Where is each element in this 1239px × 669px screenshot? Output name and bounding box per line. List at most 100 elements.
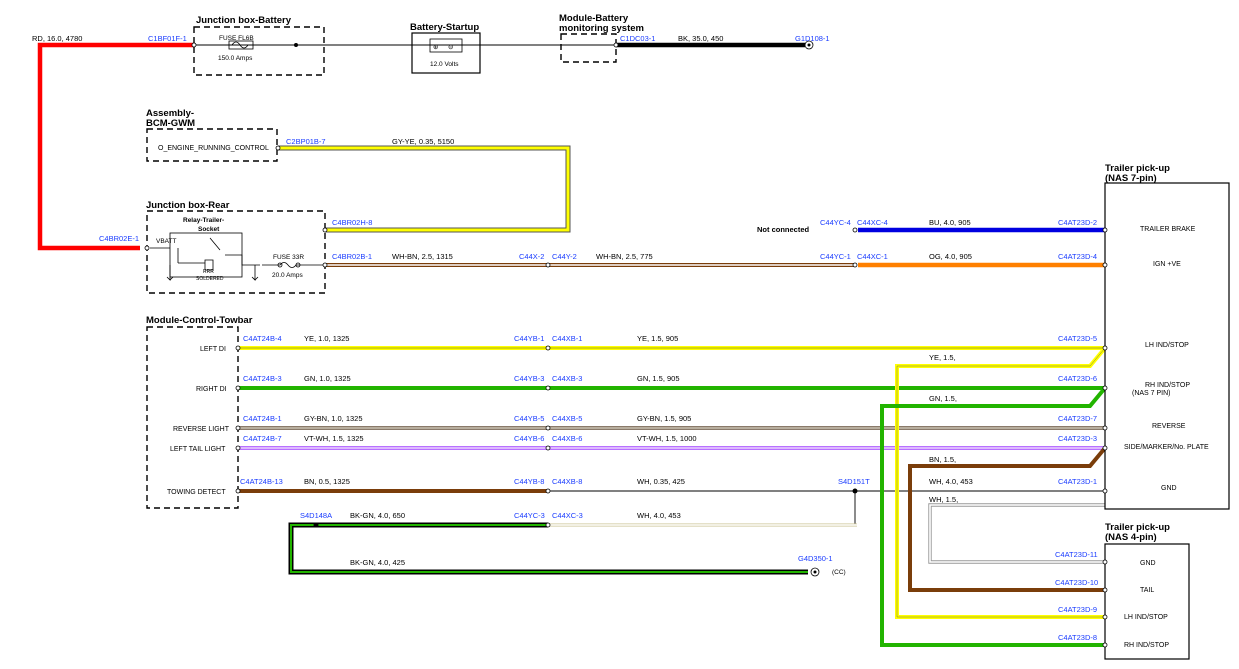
- battery-box: [411, 32, 481, 74]
- wire-rd: [37, 42, 194, 251]
- relay-title2: Socket: [198, 226, 220, 233]
- pin7-side-marker: SIDE/MARKER/No. PLATE: [1124, 444, 1209, 451]
- module-battery-title1: Module-Battery: [559, 13, 629, 24]
- wire-label-whbn2: WH-BN, 2.5, 775: [596, 252, 653, 261]
- trailer4-title2: (NAS 4-pin): [1105, 532, 1157, 543]
- trailer7-title1: Trailer pick-up: [1105, 163, 1170, 174]
- pin7-gnd: GND: [1161, 485, 1177, 492]
- conn-c4at24b1: C4AT24B-1: [243, 414, 282, 423]
- conn-c4at23d10: C4AT23D-10: [1055, 578, 1098, 587]
- pin-c44yc3: [545, 522, 551, 528]
- conn-c4at23d8: C4AT23D-8: [1058, 633, 1097, 642]
- conn-c4at23d3: C4AT23D-3: [1058, 434, 1097, 443]
- pin-c4at23d8: [1102, 642, 1108, 648]
- conn-c44xc4: C44XC-4: [857, 218, 888, 227]
- pin-c44yc1: [852, 262, 858, 268]
- trailer7-title2: (NAS 7-pin): [1105, 173, 1157, 184]
- pin-c4br02h: [322, 227, 328, 233]
- pin4-tail: TAIL: [1140, 587, 1154, 594]
- vbatt-label: VBATT: [156, 238, 176, 245]
- conn-c4at23d9: C4AT23D-9: [1058, 605, 1097, 614]
- not-connected-label: Not connected: [757, 225, 810, 234]
- jb-rear-title: Junction box-Rear: [146, 200, 230, 211]
- pin-c4at23d5: [1102, 345, 1108, 351]
- wire-label-gn15: GN, 1.5, 905: [637, 374, 680, 383]
- pin-towing-detect: TOWING DETECT: [167, 489, 226, 496]
- wire-gn-branch: [880, 386, 1107, 647]
- wire-label-ye1: YE, 1.0, 1325: [304, 334, 349, 343]
- wire-label-bu: BU, 4.0, 905: [929, 218, 971, 227]
- battery-title: Battery-Startup: [410, 22, 479, 33]
- conn-c44x2: C44X-2: [519, 252, 544, 261]
- wire-bn-branch: [908, 446, 1107, 592]
- conn-c44yc4: C44YC-4: [820, 218, 851, 227]
- pin-left-di: LEFT DI: [200, 346, 226, 353]
- battery-cell-icon: [429, 38, 463, 53]
- conn-g1d108: G1D108-1: [795, 34, 830, 43]
- wire-label-gn1: GN, 1.0, 1325: [304, 374, 351, 383]
- wire-label-wh-b: WH, 1.5,: [929, 495, 958, 504]
- conn-c44yb8: C44YB-8: [514, 477, 544, 486]
- bcm-title2: BCM-GWM: [146, 118, 195, 129]
- relay-title1: Relay-Trailer-: [183, 217, 224, 224]
- wire-label-gn-b: GN, 1.5,: [929, 394, 957, 403]
- pin7-trailer-brake: TRAILER BRAKE: [1140, 226, 1196, 233]
- towbar-title: Module-Control-Towbar: [146, 315, 253, 326]
- trailer4-title1: Trailer pick-up: [1105, 522, 1170, 533]
- pin-c1dc03: [613, 42, 619, 48]
- fuse-fl6b-icon: [222, 41, 258, 49]
- conn-c4at23d6: C4AT23D-6: [1058, 374, 1097, 383]
- battery-plus-icon: ⊕: [433, 44, 439, 51]
- bcm-box: [146, 128, 278, 162]
- conn-c44xb6: C44XB-6: [552, 434, 582, 443]
- conn-c4at24b13: C4AT24B-13: [240, 477, 283, 486]
- wire-label-bn05: BN, 0.5, 1325: [304, 477, 350, 486]
- towbar-box: [146, 326, 239, 509]
- conn-s4d151t: S4D151T: [838, 477, 870, 486]
- wire-label-bkgn650: BK-GN, 4.0, 650: [350, 511, 405, 520]
- fuse-33r-label: FUSE 33R: [273, 254, 304, 261]
- conn-c44yb6: C44YB-6: [514, 434, 544, 443]
- jb-rear-box: [146, 210, 326, 294]
- wire-label-ye-b: YE, 1.5,: [929, 353, 956, 362]
- pin-c44yb5: [545, 425, 551, 431]
- pin-c2bp01b: [275, 145, 281, 151]
- fuse-33r-rating: 20.0 Amps: [272, 272, 303, 279]
- pin-c4at24b1: [235, 425, 241, 431]
- fuse-node-dot: [294, 43, 298, 47]
- pin-c4at23d11: [1102, 559, 1108, 565]
- conn-c4at23d1: C4AT23D-1: [1058, 477, 1097, 486]
- conn-c44xb8: C44XB-8: [552, 477, 582, 486]
- pin-c44yc4: [852, 227, 858, 233]
- wire-label-rd: RD, 16.0, 4780: [32, 34, 82, 43]
- wire-gyye: [278, 145, 571, 233]
- jb-battery-title: Junction box-Battery: [196, 15, 292, 26]
- pin-c44yb8: [545, 488, 551, 494]
- pin-c1bf01f: [191, 42, 197, 48]
- ground-cc-label: (CC): [832, 569, 846, 576]
- wire-label-vtwh1: VT-WH, 1.5, 1325: [304, 434, 364, 443]
- conn-c4br02e: C4BR02E-1: [99, 234, 139, 243]
- pin7-reverse: REVERSE: [1152, 423, 1186, 430]
- wire-label-bn-b: BN, 1.5,: [929, 455, 956, 464]
- pin-c4at23d10: [1102, 587, 1108, 593]
- pin-c4at23d1: [1102, 488, 1108, 494]
- pin-c44yb6: [545, 445, 551, 451]
- wire-label-bk35: BK, 35.0, 450: [678, 34, 723, 43]
- conn-c4at23d5: C4AT23D-5: [1058, 334, 1097, 343]
- conn-c44xc1: C44XC-1: [857, 252, 888, 261]
- pin-c4br02e: [144, 245, 150, 251]
- wire-label-og: OG, 4.0, 905: [929, 252, 972, 261]
- splice-s4d151t-dot: [852, 488, 858, 494]
- wire-label-gybn1: GY-BN, 1.0, 1325: [304, 414, 363, 423]
- conn-c2bp01b: C2BP01B-7: [286, 137, 326, 146]
- conn-c1dc03: C1DC03-1: [620, 34, 655, 43]
- fuse-33r-node1: [277, 262, 283, 268]
- ground-g4d350-dot: [813, 570, 817, 574]
- splice-s4d148a-dot: [313, 522, 319, 528]
- wire-label-gybn15: GY-BN, 1.5, 905: [637, 414, 691, 423]
- conn-c44yb5: C44YB-5: [514, 414, 544, 423]
- battery-minus-icon: ⊖: [448, 44, 454, 51]
- wire-label-wh453a: WH, 4.0, 453: [929, 477, 973, 486]
